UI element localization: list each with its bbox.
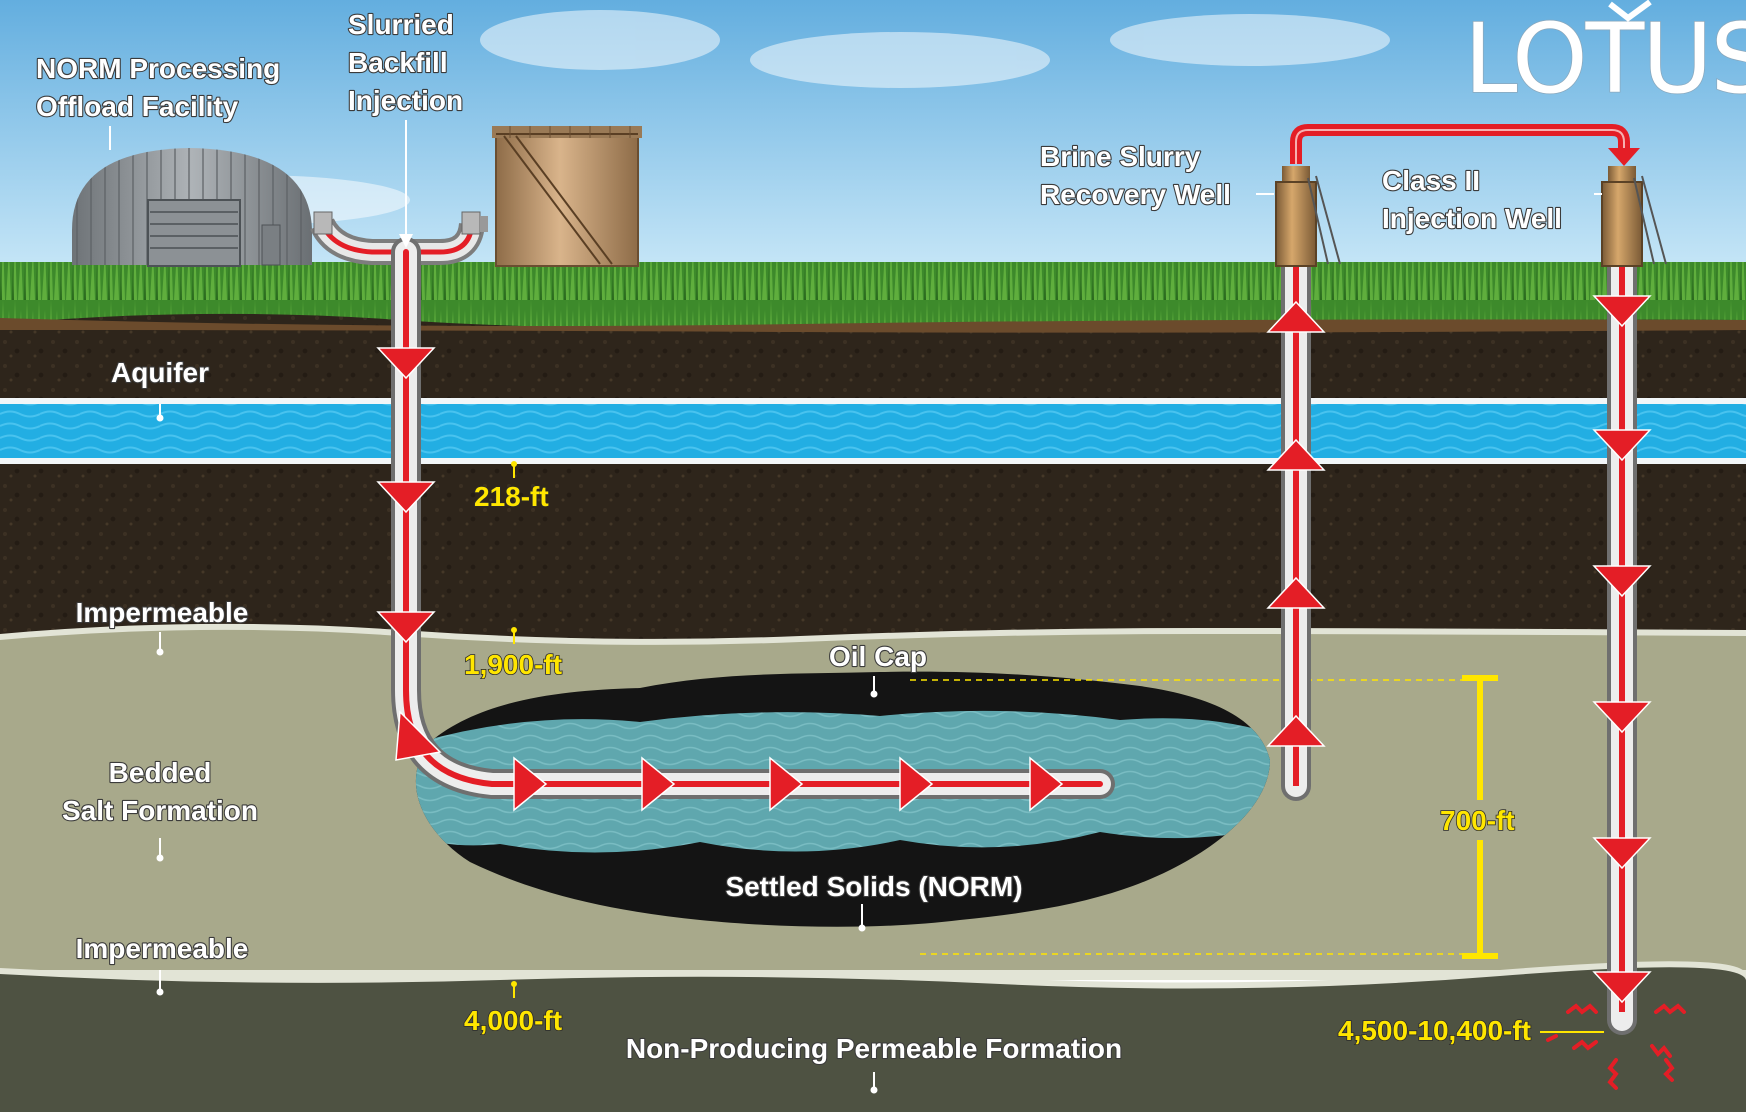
norm-facility-building: [72, 148, 312, 267]
flow-arrow-down: [1592, 565, 1652, 598]
height-bracket: [1462, 675, 1498, 959]
class-ii-label-line2: Injection Well: [1382, 203, 1562, 234]
brine-recovery-well: [1275, 166, 1341, 801]
depth-salt-base: 4,000-ft: [464, 1005, 562, 1036]
non-producing-formation-layer: [0, 967, 1746, 1112]
brine-well-label-line1: Brine Slurry: [1040, 141, 1201, 172]
flow-arrow-down: [376, 347, 436, 380]
surface-transfer-line: [1290, 124, 1640, 166]
logo-mark: [1608, 0, 1652, 22]
depth-guides: [910, 679, 1470, 955]
class-ii-label-line1: Class II: [1382, 165, 1480, 196]
flow-arrow-right: [769, 756, 804, 812]
flow-arrow-right: [641, 756, 676, 812]
norm-facility-label-line1: NORM Processing: [36, 53, 280, 84]
flow-arrow-down: [1592, 429, 1652, 462]
brine-well-label-line2: Recovery Well: [1040, 179, 1231, 210]
impermeable-upper-label: Impermeable: [76, 597, 249, 628]
backfill-label-line3: Injection: [348, 85, 463, 116]
lotus-logo: LOTUS: [1463, 0, 1746, 116]
flow-arrow-right: [513, 756, 548, 812]
flow-arrow-elbow: [395, 710, 442, 761]
flow-arrow-down: [1592, 701, 1652, 734]
logo-text: LOTUS: [1464, 3, 1746, 115]
norm-facility-label-line2: Offload Facility: [36, 91, 239, 122]
flow-arrow-down: [376, 481, 436, 514]
aquifer-layer: [0, 404, 1746, 458]
depth-injection-zone: 4,500-10,400-ft: [1338, 1015, 1531, 1046]
class-ii-injection-well: [1601, 166, 1667, 1035]
dispersal-marks: [1546, 1003, 1686, 1090]
aquifer-label: Aquifer: [111, 357, 209, 388]
storage-tank: [492, 126, 642, 267]
depth-salt-top: 1,900-ft: [464, 649, 562, 680]
soil-layer: [0, 300, 1746, 640]
flow-arrow-down: [1592, 837, 1652, 870]
depth-aquifer-base: 218-ft: [474, 481, 549, 512]
non-producing-formation-label: Non-Producing Permeable Formation: [626, 1033, 1122, 1064]
flow-arrow-right: [899, 756, 934, 812]
flow-arrow-up: [1266, 576, 1326, 609]
backfill-injection-pipe: [391, 237, 1115, 799]
depth-ticks: [511, 461, 1604, 1033]
depth-cavern-height: 700-ft: [1440, 805, 1515, 836]
flow-arrow-up: [1266, 438, 1326, 471]
backfill-label-line2: Backfill: [348, 47, 448, 78]
settled-solids-label: Settled Solids (NORM): [725, 871, 1022, 902]
bedded-salt-label-line2: Salt Formation: [62, 795, 258, 826]
flow-arrow-up: [1266, 714, 1326, 747]
impermeable-lower-label: Impermeable: [76, 933, 249, 964]
flow-arrow-up: [1266, 300, 1326, 333]
oil-cap-label: Oil Cap: [829, 641, 927, 672]
backfill-label-line1: Slurried: [348, 9, 454, 40]
flow-arrows: [376, 295, 1652, 1004]
flow-arrow-down: [376, 611, 436, 644]
leader-lines: [109, 120, 1602, 1094]
bedded-salt-label-line1: Bedded: [109, 757, 212, 788]
flow-arrow-down: [1592, 971, 1652, 1004]
flow-arrow-right: [1029, 756, 1064, 812]
flow-arrow-down: [1592, 295, 1652, 328]
transfer-arrow: [1608, 148, 1640, 166]
